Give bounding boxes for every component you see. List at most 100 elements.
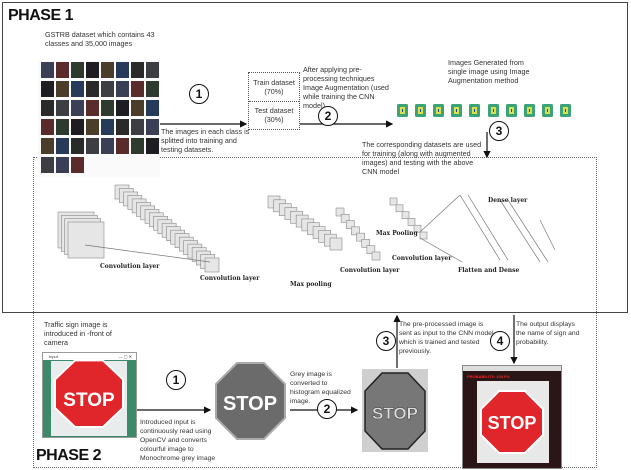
maxpool-layer-2	[419, 231, 428, 240]
maxpool-layer-2	[389, 197, 398, 206]
augmented-image	[523, 103, 535, 117]
dataset-thumbnail	[131, 62, 144, 78]
cnn-label-conv3: Convolution layer	[340, 267, 400, 274]
grey-image: STOP	[213, 360, 288, 442]
dataset-thumbnail	[131, 100, 144, 116]
dataset-thumbnail	[131, 81, 144, 97]
dataset-thumbnail	[86, 81, 99, 97]
step1-badge: 1	[189, 84, 209, 104]
cnn-label-conv2: Convolution layer	[200, 275, 260, 282]
dataset-thumbnail	[71, 119, 84, 135]
stop-text: STOP	[223, 393, 277, 415]
dataset-caption: GSTRB dataset which contains 43 classes …	[45, 30, 155, 48]
dataset-thumbnail	[101, 119, 114, 135]
histogram-equalized-image: STOP	[362, 369, 428, 452]
cnn-label-maxpool2: Max Pooling	[376, 230, 418, 237]
dataset-thumbnail	[56, 119, 69, 135]
augmented-image	[432, 103, 444, 117]
cnn-label-conv1: Convolution layer	[100, 263, 160, 270]
cnn-label-maxpool1: Max pooling	[290, 281, 332, 288]
stop-sign-color: STOP	[54, 359, 124, 428]
p2-step3-text: The pre-processed image is sent as input…	[399, 321, 494, 355]
augmentation-caption: Images Generated from single image using…	[448, 58, 530, 85]
p2-step2-text: Grey image is converted to histogram equ…	[290, 371, 351, 405]
dataset-thumbnail	[71, 100, 84, 116]
p2-step2-badge: 2	[317, 399, 337, 419]
dataset-thumbnail	[116, 119, 129, 135]
test-label: Test dataset	[254, 106, 294, 115]
dense-layer	[459, 194, 501, 261]
phase1-box	[2, 2, 628, 313]
conv-layer-3	[356, 232, 365, 242]
output-probability: PROBABILITY: 100.0%	[467, 374, 510, 379]
step3-badge: 3	[489, 121, 509, 141]
maxpool-layer-1	[329, 237, 343, 251]
step1-text: The images in each class is splitted int…	[161, 127, 250, 154]
augmented-image	[542, 103, 554, 117]
maxpool-layer-2	[407, 218, 416, 226]
dataset-thumbnail	[71, 157, 84, 173]
dataset-thumbnail	[146, 138, 159, 154]
maxpool-layer-2	[401, 211, 410, 219]
dataset-thumbnail	[116, 138, 129, 154]
dataset-thumbnail	[86, 100, 99, 116]
input-caption: Traffic sign image is introduced in -fro…	[44, 320, 112, 347]
phase2-title: PHASE 2	[36, 447, 101, 464]
cnn-label-dense: Dense layer	[488, 197, 528, 204]
dataset-image-grid	[38, 60, 160, 178]
dataset-thumbnail	[116, 100, 129, 116]
conv-layer-3	[366, 245, 376, 255]
dataset-thumbnail	[146, 62, 159, 78]
connection-line	[84, 244, 211, 263]
connection-line	[419, 237, 463, 263]
conv-layer-3	[340, 213, 350, 223]
train-label: Train dataset	[253, 78, 295, 87]
cnn-label-conv4: Convolution layer	[392, 255, 452, 262]
train-percent: (70%)	[264, 87, 284, 96]
maxpool-layer-2	[413, 224, 422, 233]
p2-step1-badge: 1	[166, 370, 186, 390]
augmented-image	[414, 103, 426, 117]
step2-badge: 2	[318, 106, 338, 126]
window-titlebar: Input— ▢ ✕	[43, 353, 136, 360]
stop-text: STOP	[372, 404, 418, 423]
dataset-thumbnail	[56, 81, 69, 97]
augmented-image	[451, 103, 463, 117]
cnn-label-flatten: Flatten and Dense	[458, 267, 520, 274]
p2-step4-badge: 4	[490, 331, 510, 351]
dataset-thumbnail	[146, 81, 159, 97]
dataset-thumbnail	[41, 100, 54, 116]
conv-layer-3	[345, 220, 355, 229]
dataset-thumbnail	[101, 138, 114, 154]
dataset-thumbnail	[71, 81, 84, 97]
augmented-image	[505, 103, 517, 117]
stop-text: STOP	[63, 390, 115, 411]
augmented-image	[487, 103, 499, 117]
dataset-thumbnail	[146, 100, 159, 116]
dense-layer	[539, 219, 556, 251]
window-controls-icon[interactable]: — ▢ ✕	[118, 354, 132, 359]
dataset-thumbnail	[86, 119, 99, 135]
cnn-layers	[57, 184, 556, 273]
augmented-images-strip	[393, 90, 575, 130]
p2-step4-text: The output displays the name of sign and…	[516, 321, 580, 346]
conv-layer-1	[67, 221, 105, 259]
dataset-thumbnail	[131, 119, 144, 135]
dataset-thumbnail	[56, 62, 69, 78]
dataset-thumbnail	[146, 119, 159, 135]
dataset-thumbnail	[101, 100, 114, 116]
conv-layer-3	[335, 207, 345, 217]
dataset-thumbnail	[41, 62, 54, 78]
dataset-thumbnail	[71, 62, 84, 78]
conv-layer-3	[361, 239, 371, 248]
connection-line	[419, 194, 461, 233]
window-titlebar	[463, 366, 561, 371]
augmented-image	[396, 103, 408, 117]
dataset-thumbnail	[41, 138, 54, 154]
maxpool-layer-2	[395, 204, 404, 213]
p2-step1-text: Introduced input is continuously read us…	[140, 419, 216, 462]
dataset-thumbnail	[86, 138, 99, 154]
test-percent: (30%)	[264, 115, 284, 124]
dataset-thumbnail	[86, 62, 99, 78]
